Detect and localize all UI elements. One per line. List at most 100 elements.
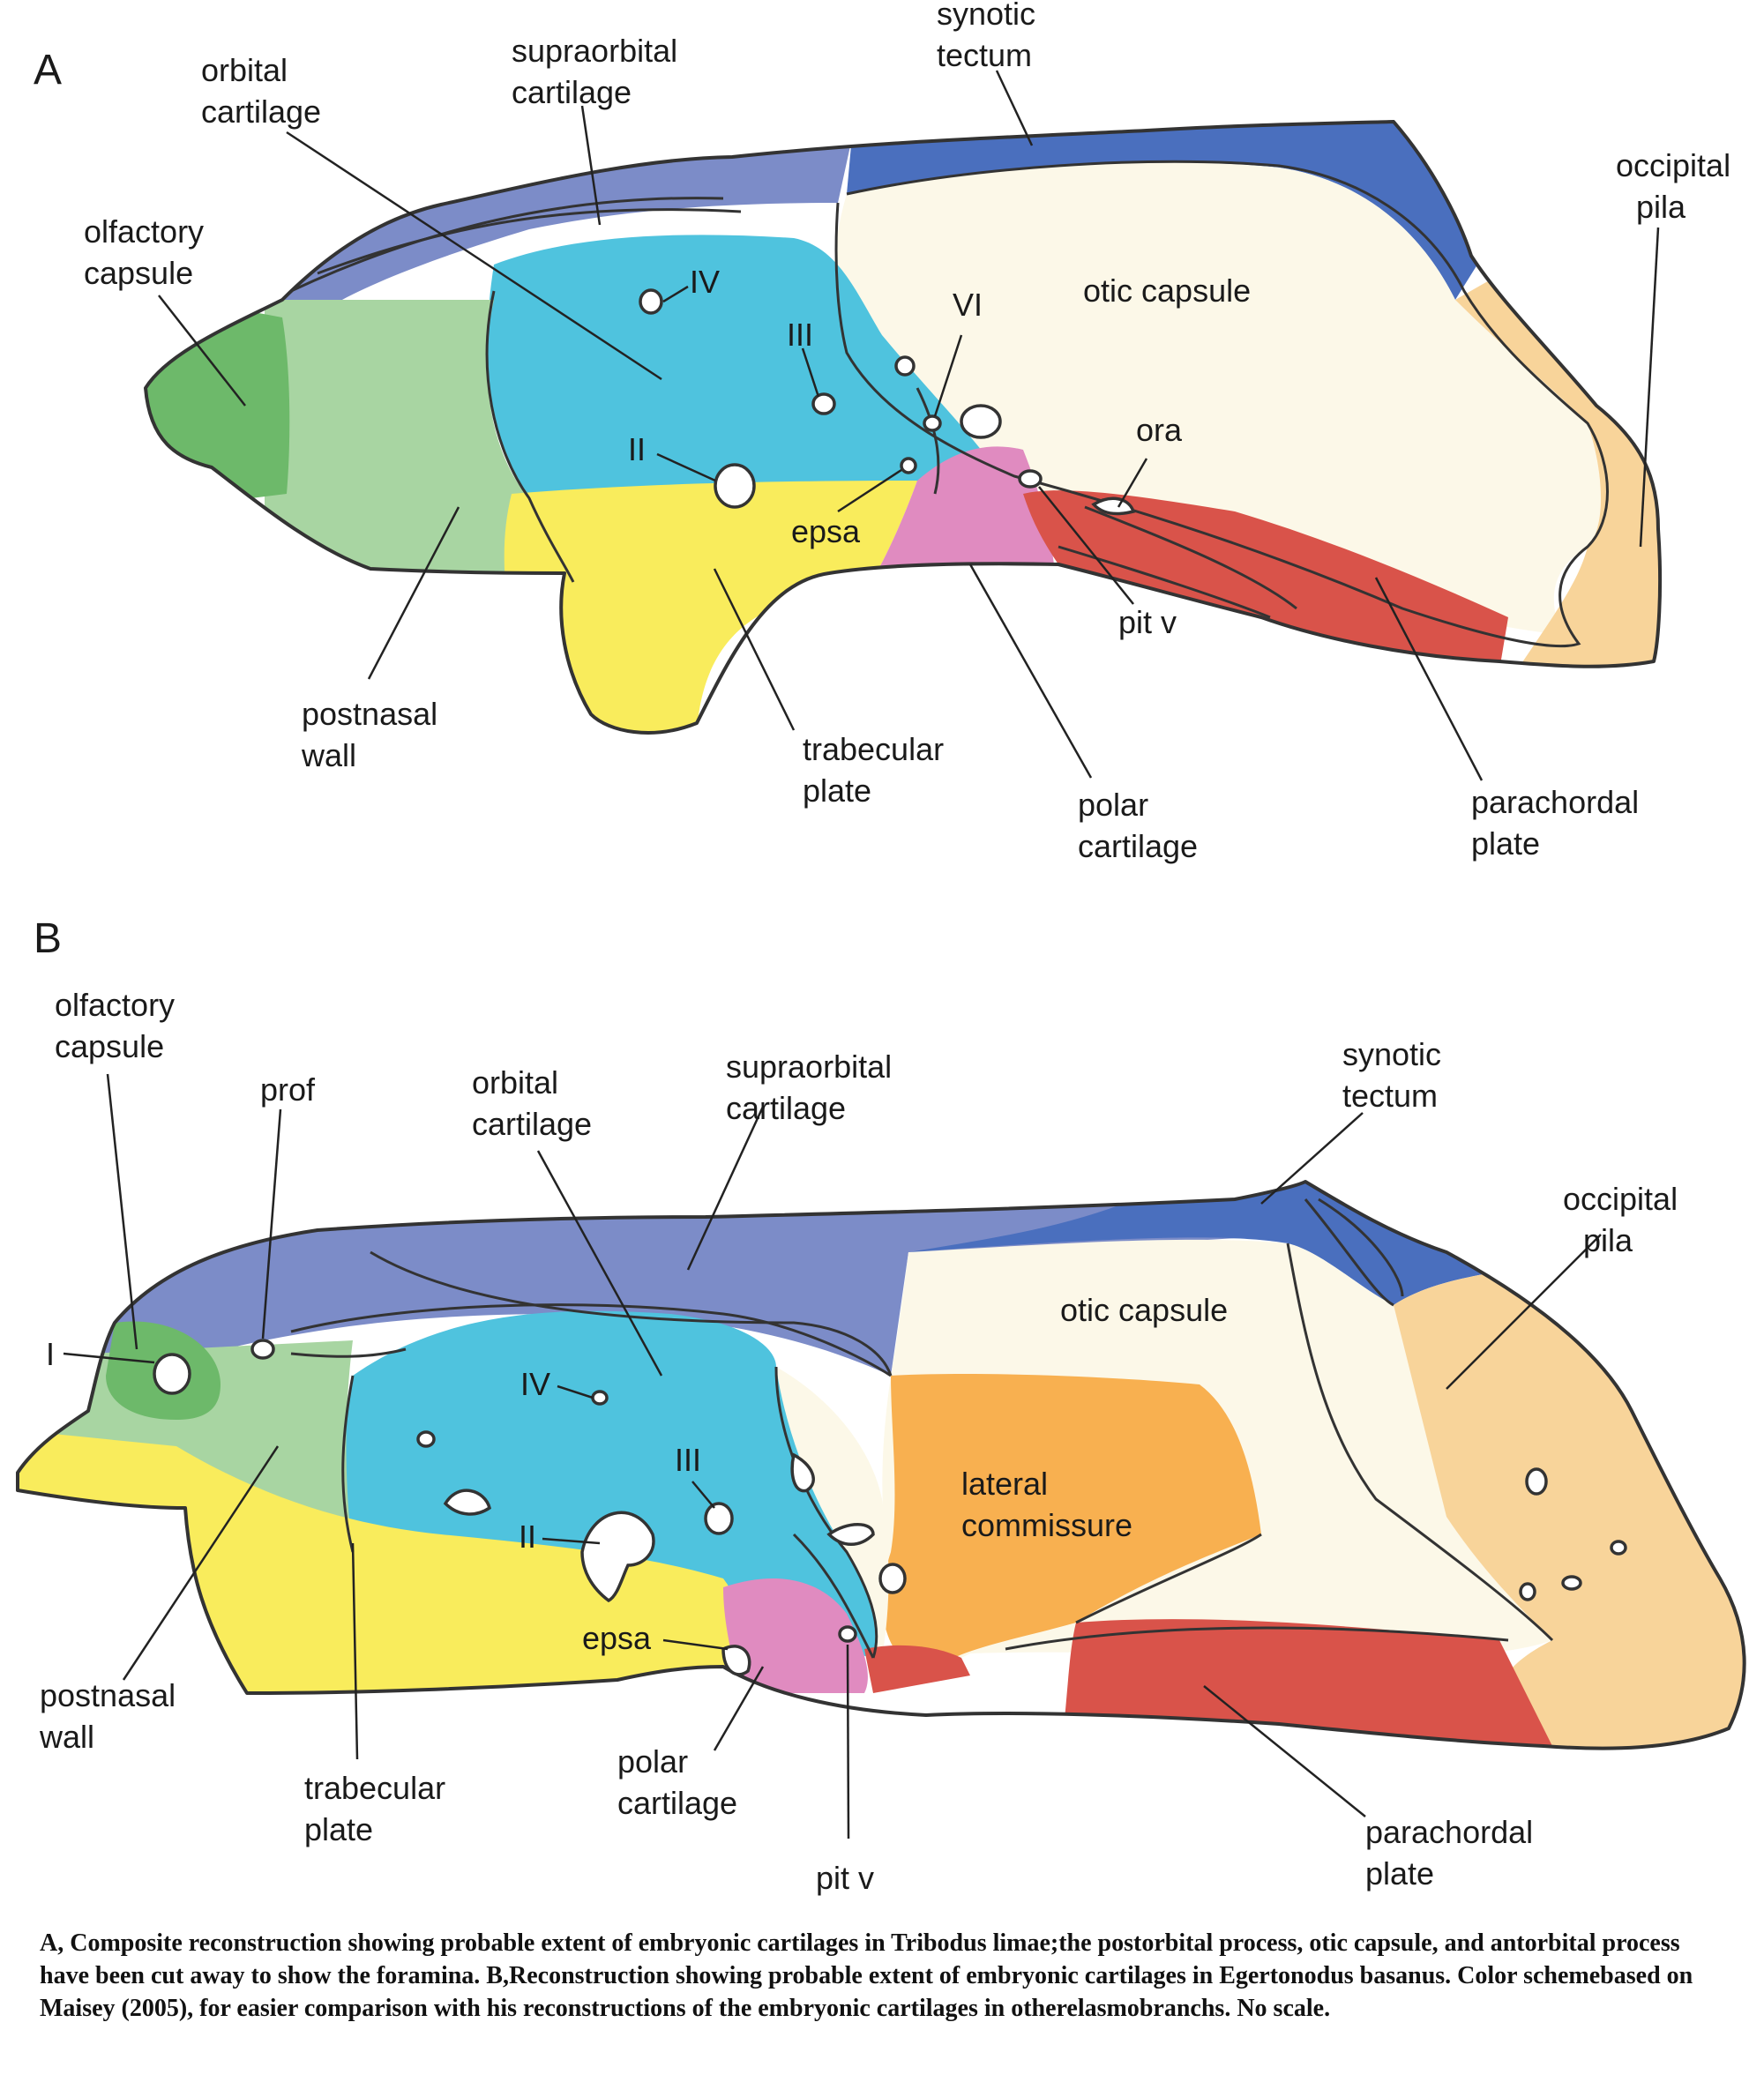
a-label-supraorbital-2: cartilage — [512, 74, 632, 110]
b-label-iii: III — [675, 1442, 701, 1478]
a-label-ora: ora — [1136, 412, 1183, 448]
a-trabecular-region — [504, 481, 917, 732]
a-postnasal-region — [265, 300, 573, 617]
b-foramen-d — [878, 1563, 907, 1594]
a-label-postnasal-1: postnasal — [302, 696, 437, 732]
a-label-iii: III — [787, 317, 813, 353]
b-label-orbital-2: cartilage — [472, 1106, 592, 1142]
a-label-trabecular-2: plate — [803, 772, 871, 809]
b-label-lateral-2: commissure — [961, 1507, 1132, 1543]
b-foramen-b — [790, 1452, 815, 1493]
b-label-olfactory-1: olfactory — [55, 987, 175, 1023]
b-foramen-e — [1525, 1467, 1548, 1496]
a-synotic-region — [847, 122, 1661, 300]
b-label-iv: IV — [520, 1366, 550, 1402]
b-label-occipital-2: pila — [1583, 1222, 1633, 1258]
b-label-pitv: pit v — [816, 1860, 874, 1896]
a-foramen-large — [960, 404, 1002, 439]
b-label-epsa: epsa — [582, 1620, 652, 1656]
b-label-parachordal-1: parachordal — [1365, 1814, 1533, 1850]
b-foramen-epsa — [721, 1645, 751, 1676]
b-lateral-region — [882, 1374, 1261, 1675]
b-label-synotic-2: tectum — [1342, 1078, 1438, 1114]
b-foramen-i — [153, 1353, 191, 1395]
a-label-occipital-1: occipital — [1616, 147, 1730, 183]
panel-b: B — [16, 915, 1746, 1896]
b-label-supraorbital-2: cartilage — [726, 1090, 846, 1126]
b-label-postnasal-2: wall — [39, 1719, 94, 1755]
b-label-otic: otic capsule — [1060, 1292, 1228, 1328]
panel-b-letter: B — [34, 915, 62, 962]
b-foramen-iii — [704, 1502, 734, 1535]
b-label-supraorbital-1: supraorbital — [726, 1048, 892, 1085]
b-label-lateral-1: lateral — [961, 1466, 1048, 1502]
b-label-orbital-1: orbital — [472, 1064, 558, 1101]
b-label-i: I — [46, 1336, 55, 1372]
b-label-olfactory-2: capsule — [55, 1028, 164, 1064]
a-foramen-epsa — [900, 457, 917, 474]
a-label-epsa: epsa — [791, 513, 861, 549]
b-foramen-g — [1561, 1575, 1582, 1591]
a-polar-region — [869, 446, 1054, 586]
b-foramen-ii — [580, 1511, 655, 1603]
b-label-ii: II — [519, 1519, 536, 1555]
b-foramen-a — [443, 1489, 491, 1516]
a-label-pitv: pit v — [1118, 604, 1177, 640]
b-label-polar-2: cartilage — [617, 1785, 737, 1821]
a-label-synotic-1: synotic — [937, 0, 1035, 32]
a-orbital-region — [487, 235, 1023, 500]
b-foramen-prof — [250, 1339, 275, 1360]
a-foramen-vi — [923, 414, 942, 432]
a-label-iv: IV — [690, 264, 720, 300]
b-parachordal-small — [864, 1645, 970, 1693]
b-label-prof: prof — [260, 1071, 316, 1108]
a-label-parachordal-2: plate — [1471, 825, 1540, 862]
a-foramen-iii — [811, 392, 836, 415]
b-polar-region — [723, 1578, 868, 1693]
b-label-polar-1: polar — [617, 1743, 688, 1780]
cartilage-figure: A — [16, 0, 1746, 1896]
a-label-otic: otic capsule — [1083, 272, 1251, 309]
b-label-parachordal-2: plate — [1365, 1855, 1434, 1892]
a-label-trabecular-1: trabecular — [803, 731, 944, 767]
b-foramen-iv — [591, 1390, 609, 1406]
a-foramen-pitv — [1018, 469, 1043, 489]
b-label-occipital-1: occipital — [1563, 1181, 1678, 1217]
a-label-postnasal-2: wall — [301, 737, 356, 773]
a-parachordal-region — [1023, 490, 1508, 670]
a-label-polar-2: cartilage — [1078, 828, 1198, 864]
a-label-ii: II — [628, 431, 646, 467]
a-foramen-ora — [1091, 496, 1136, 516]
b-label-trabecular-2: plate — [304, 1811, 373, 1847]
a-label-synotic-2: tectum — [937, 37, 1032, 73]
a-label-occipital-2: pila — [1636, 189, 1686, 225]
a-label-orbital-2: cartilage — [201, 93, 321, 130]
b-foramen-f — [1610, 1540, 1627, 1556]
a-otic-region — [833, 162, 1601, 636]
a-foramen-ii — [714, 463, 756, 509]
panel-a: A — [34, 0, 1730, 864]
a-label-parachordal-1: parachordal — [1471, 784, 1639, 820]
a-label-vi: VI — [953, 287, 983, 323]
b-foramen-h — [1519, 1582, 1536, 1601]
a-label-supraorbital-1: supraorbital — [512, 33, 677, 69]
a-label-olfactory-1: olfactory — [84, 213, 204, 250]
a-label-polar-1: polar — [1078, 787, 1148, 823]
b-foramen-small — [416, 1430, 436, 1448]
b-label-synotic-1: synotic — [1342, 1036, 1441, 1072]
a-foramen-small — [894, 355, 916, 377]
